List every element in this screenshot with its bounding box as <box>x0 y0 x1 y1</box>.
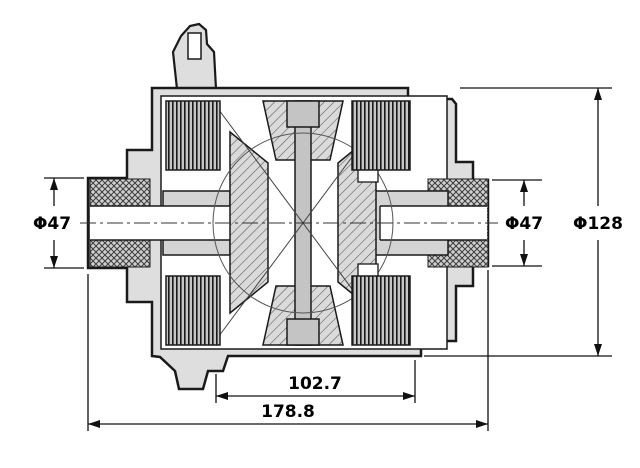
dimension-label-right-diameter: Φ47 <box>505 214 543 234</box>
pinion-shaft-bottom-block <box>286 318 320 346</box>
pinion-shaft-top-block <box>286 100 320 128</box>
clutch-packs <box>165 100 411 346</box>
top-flange-slot <box>187 32 202 60</box>
clutch-pack-bottom-left <box>165 275 221 346</box>
clutch-pack-top-left <box>165 100 221 171</box>
dimension-outer-diameter: Φ128 <box>424 87 623 357</box>
dimension-label-overall-width: 178.8 <box>261 402 315 422</box>
dimension-right-diameter: Φ47 <box>492 179 543 267</box>
gear-pitch-circle <box>212 132 394 314</box>
dimension-left-diameter: Φ47 <box>33 177 84 269</box>
dimension-label-outer-diameter: Φ128 <box>573 214 623 234</box>
dimension-inner-width: 102.7 <box>215 360 416 403</box>
dimension-label-left-diameter: Φ47 <box>33 214 71 234</box>
dimension-overall-width: 178.8 <box>87 270 489 431</box>
clutch-pack-top-right <box>351 100 411 171</box>
clutch-pack-bottom-right <box>351 275 411 346</box>
dimension-label-inner-width: 102.7 <box>288 374 342 394</box>
